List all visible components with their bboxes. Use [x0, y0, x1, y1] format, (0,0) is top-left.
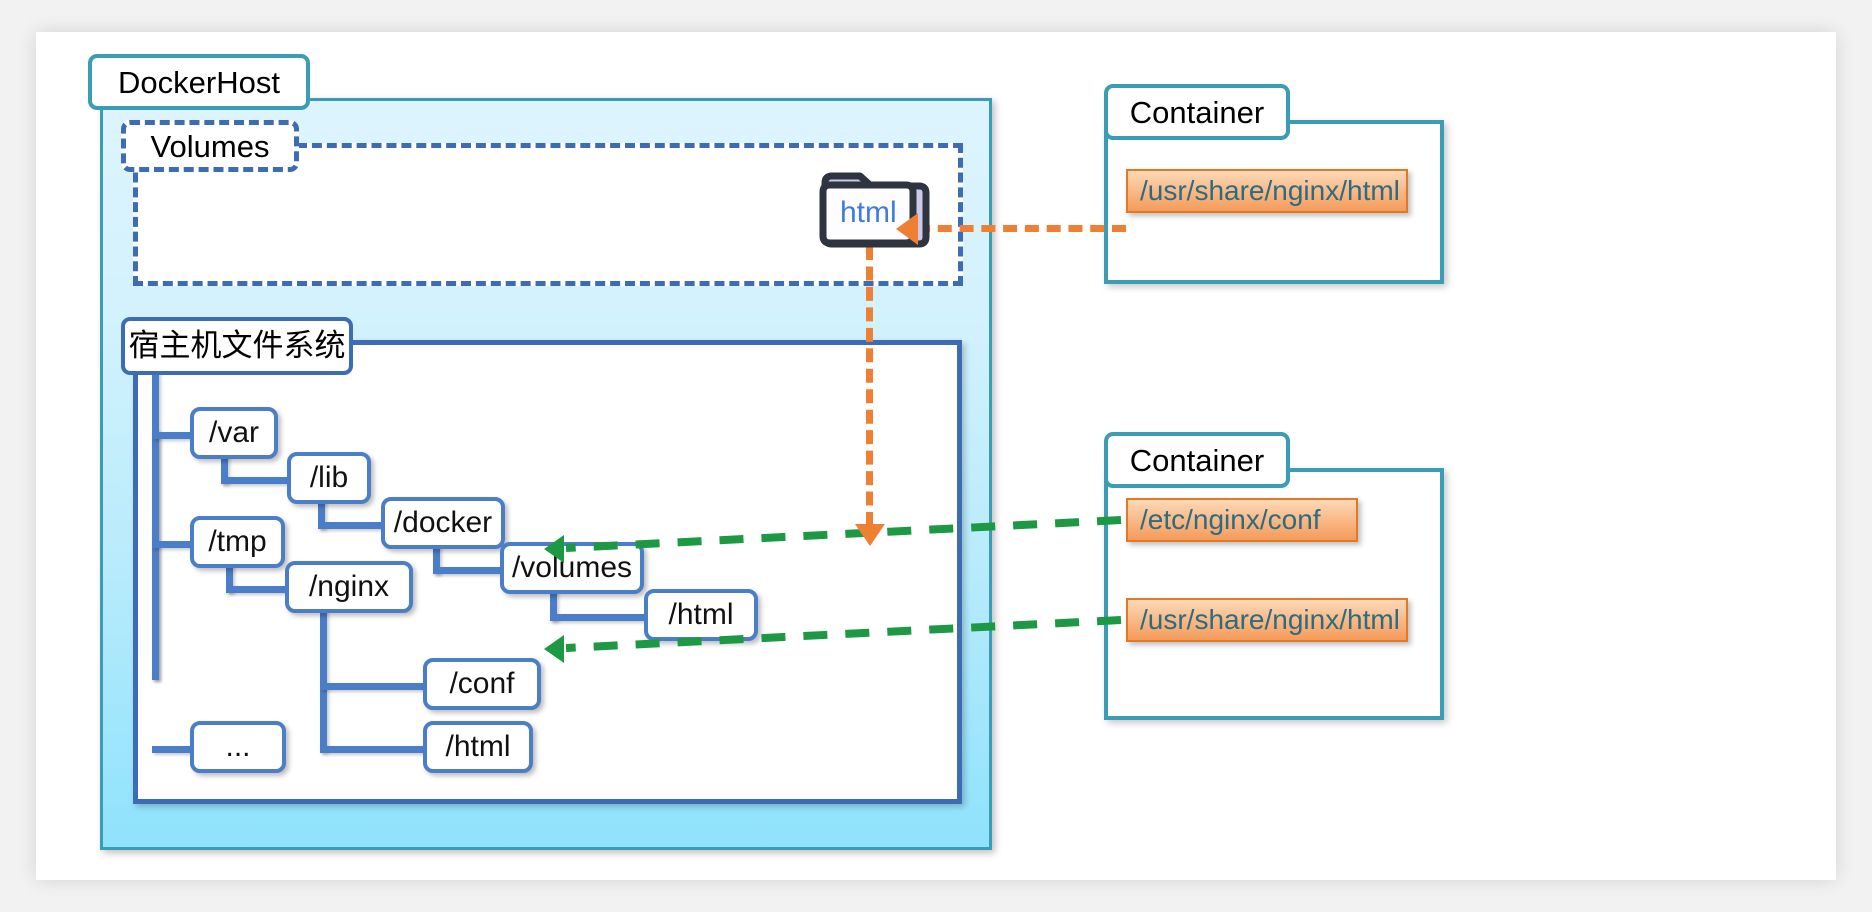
tree-connector-nginx-html [320, 746, 426, 753]
tree-connector-volumes-html-v [550, 567, 557, 621]
container-bottom-title: Container [1129, 442, 1265, 478]
container-top-path-label: /usr/share/nginx/html [1140, 175, 1400, 206]
tree-node-lib-label: /lib [309, 461, 349, 494]
tree-node-html-nginx-label: /html [445, 730, 511, 763]
tree-node-html-volumes-label: /html [668, 598, 734, 631]
html-folder-icon[interactable]: html [818, 172, 950, 256]
dockerhost-title: DockerHost [118, 64, 280, 100]
tree-connector-tmp [152, 541, 194, 548]
orange-arrow-head-down [855, 524, 885, 546]
tree-connector-nginx-spine [320, 586, 327, 752]
container-bottom-path-conf-label: /etc/nginx/conf [1140, 504, 1321, 535]
container-bottom-path-html-label: /usr/share/nginx/html [1140, 604, 1400, 635]
orange-arrow-head-left [896, 213, 918, 245]
orange-dashed-line-vertical [866, 246, 873, 526]
container-top-path-chip[interactable]: /usr/share/nginx/html [1126, 169, 1408, 213]
diagram-paper: DockerHost Volumes 宿主机文件系统 html [36, 32, 1836, 880]
volumes-title: Volumes [150, 128, 270, 164]
tree-node-conf[interactable]: /conf [423, 658, 541, 710]
tree-connector-var-lib-h [221, 477, 289, 484]
tree-connector-volumes-html-h [550, 614, 648, 621]
green-arrow-head-html [544, 635, 564, 663]
green-arrow-head-conf [544, 535, 564, 563]
filesystem-title: 宿主机文件系统 [128, 327, 346, 364]
tree-connector-tmp-nginx-h [226, 586, 288, 593]
container-bottom-path-chip-conf[interactable]: /etc/nginx/conf [1126, 498, 1358, 542]
container-bottom-title-tag: Container [1104, 432, 1290, 488]
tree-node-docker-label: /docker [393, 506, 493, 539]
tree-node-docker[interactable]: /docker [381, 497, 505, 549]
tree-connector-more [152, 746, 194, 753]
tree-connector-var [152, 432, 194, 439]
tree-node-tmp[interactable]: /tmp [190, 516, 285, 568]
tree-node-nginx-label: /nginx [308, 570, 390, 603]
volumes-title-tag: Volumes [121, 120, 299, 172]
tree-node-nginx[interactable]: /nginx [285, 561, 413, 613]
tree-node-more[interactable]: ... [190, 721, 286, 773]
tree-node-html-nginx[interactable]: /html [423, 721, 533, 773]
tree-node-more-label: ... [225, 730, 251, 763]
tree-connector-docker-volumes-h [433, 567, 501, 574]
dockerhost-title-tag: DockerHost [88, 54, 310, 110]
tree-connector-nginx-conf [320, 683, 426, 690]
tree-connector-root-tail [152, 430, 159, 680]
tree-node-var[interactable]: /var [190, 407, 278, 459]
tree-node-html-volumes[interactable]: /html [644, 589, 758, 641]
tree-connector-lib-docker-h [318, 522, 384, 529]
tree-node-volumes-label: /volumes [511, 551, 633, 584]
tree-node-volumes[interactable]: /volumes [500, 542, 644, 594]
tree-node-var-label: /var [208, 416, 259, 449]
folder-label: html [840, 196, 897, 229]
tree-node-lib[interactable]: /lib [287, 452, 371, 504]
filesystem-title-tag: 宿主机文件系统 [121, 317, 353, 375]
container-top-title-tag: Container [1104, 84, 1290, 140]
container-bottom-path-chip-html[interactable]: /usr/share/nginx/html [1126, 598, 1408, 642]
orange-dashed-line-horizontal [916, 225, 1126, 232]
tree-node-tmp-label: /tmp [208, 525, 267, 558]
tree-node-conf-label: /conf [449, 667, 515, 700]
container-top-title: Container [1129, 94, 1265, 130]
